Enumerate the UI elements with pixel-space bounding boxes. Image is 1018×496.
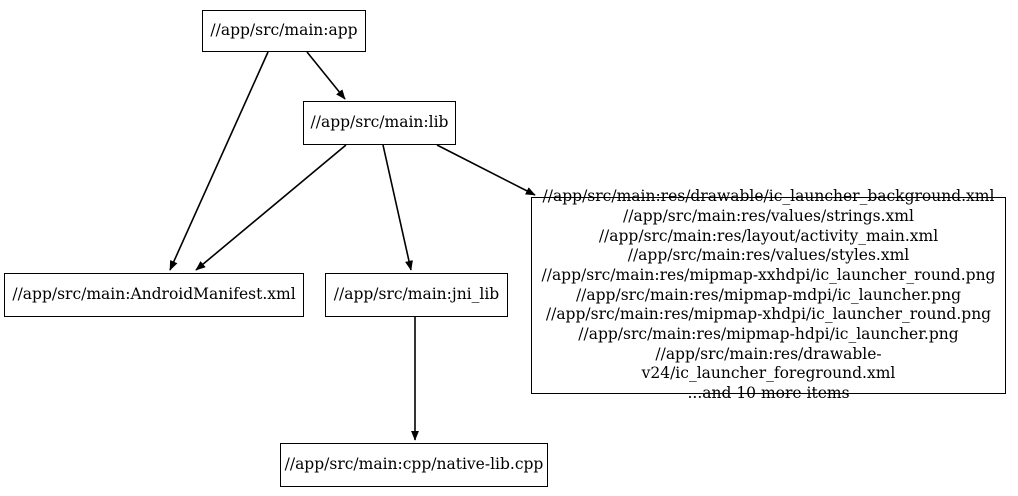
graph-node-lib[interactable]: //app/src/main:lib bbox=[303, 101, 456, 145]
edge-app-to-lib bbox=[306, 51, 346, 100]
edge-lib-to-resources bbox=[436, 144, 536, 196]
graph-node-nativelib[interactable]: //app/src/main:cpp/native-lib.cpp bbox=[280, 443, 548, 487]
edge-lib-to-jnilib bbox=[382, 144, 413, 271]
graph-node-androidmanifest-label: //app/src/main:AndroidManifest.xml bbox=[12, 285, 296, 304]
graph-node-nativelib-label: //app/src/main:cpp/native-lib.cpp bbox=[284, 455, 544, 474]
graph-node-resources-label: //app/src/main:res/drawable/ic_launcher_… bbox=[541, 187, 996, 403]
edge-lib-to-androidmanifest bbox=[195, 144, 347, 271]
edge-app-to-androidmanifest bbox=[169, 51, 269, 271]
graph-node-app[interactable]: //app/src/main:app bbox=[202, 10, 366, 52]
graph-node-androidmanifest[interactable]: //app/src/main:AndroidManifest.xml bbox=[4, 273, 304, 317]
graph-node-resources[interactable]: //app/src/main:res/drawable/ic_launcher_… bbox=[531, 187, 1006, 402]
graph-node-lib-label: //app/src/main:lib bbox=[310, 113, 449, 132]
graph-node-app-label: //app/src/main:app bbox=[210, 21, 358, 40]
graph-node-jnilib[interactable]: //app/src/main:jni_lib bbox=[325, 273, 508, 317]
graph-node-jnilib-label: //app/src/main:jni_lib bbox=[333, 285, 500, 304]
